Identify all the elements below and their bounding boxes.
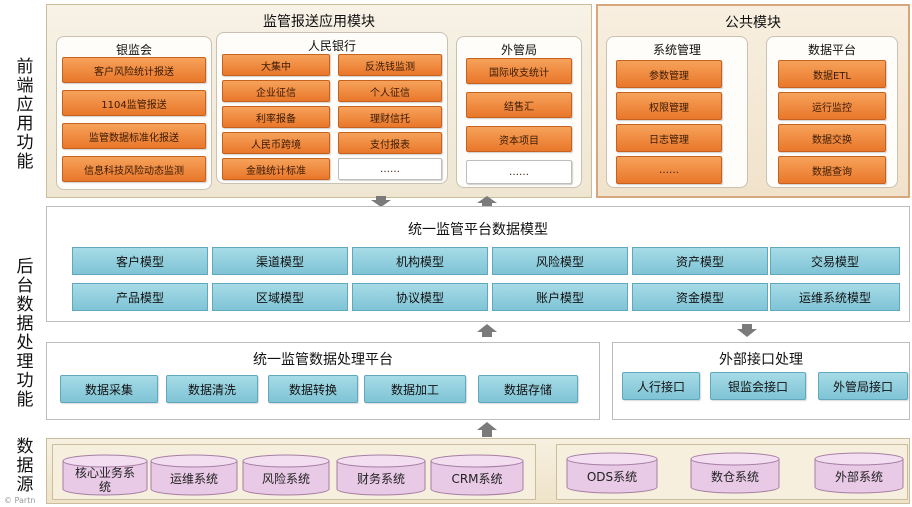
- pboc-item: 金融统计标准: [222, 158, 330, 180]
- database-warehouse: 数仓系统: [690, 452, 780, 494]
- source-label: 数仓系统: [710, 470, 759, 484]
- model-row1-item: 客户模型: [72, 247, 208, 275]
- safe-item: 结售汇: [466, 92, 572, 118]
- model-row2-item: 产品模型: [72, 283, 208, 311]
- interface-item: 银监会接口: [710, 372, 806, 400]
- model-row2-item: 协议模型: [352, 283, 488, 311]
- safe-item: ……: [466, 160, 572, 184]
- source-label: 风险系统: [261, 472, 310, 486]
- model-row1-item: 交易模型: [770, 247, 900, 275]
- pboc-item: 企业征信: [222, 80, 330, 102]
- system-mgmt-item: 参数管理: [616, 60, 722, 88]
- database-external: 外部系统: [814, 452, 904, 494]
- database-finance: 财务系统: [336, 454, 426, 496]
- cbrc-item: 信息科技风险动态监测: [62, 156, 206, 182]
- model-row2-item: 运维系统模型: [770, 283, 900, 311]
- pboc-item: 个人征信: [338, 80, 442, 102]
- data-platform-item: 数据查询: [778, 156, 886, 184]
- cbrc-title: 银监会: [115, 43, 152, 57]
- pboc-item: 大集中: [222, 54, 330, 76]
- interface-item: 外管局接口: [818, 372, 908, 400]
- pboc-item: ……: [338, 158, 442, 180]
- model-row1-item: 渠道模型: [212, 247, 348, 275]
- safe-title: 外管局: [500, 43, 537, 57]
- up-arrow-icon: [477, 324, 497, 337]
- backend-label: 后台数据处理功能: [16, 257, 34, 410]
- data-source-label: 数据源: [16, 437, 34, 495]
- external-interface-title: 外部接口处理: [719, 352, 803, 368]
- up-arrow-icon: [477, 422, 497, 437]
- safe-item: 资本项目: [466, 126, 572, 152]
- cbrc-item: 客户风险统计报送: [62, 57, 206, 83]
- source-label: 外部系统: [834, 470, 883, 484]
- regulatory-module-title: 监管报送应用模块: [263, 14, 375, 30]
- model-row1-item: 资产模型: [632, 247, 768, 275]
- processing-item: 数据存储: [478, 375, 578, 403]
- front-end-label: 前端应用功能: [16, 57, 34, 172]
- pboc-item: 理财信托: [338, 106, 442, 128]
- pboc-item: 支付报表: [338, 132, 442, 154]
- down-arrow-icon: [737, 324, 757, 337]
- system-mgmt-title: 系统管理: [652, 43, 701, 57]
- model-row1-item: 风险模型: [492, 247, 628, 275]
- data-platform-item: 运行监控: [778, 92, 886, 120]
- system-mgmt-item: ……: [616, 156, 722, 184]
- model-row2-item: 区域模型: [212, 283, 348, 311]
- pboc-item: 利率报备: [222, 106, 330, 128]
- cbrc-item: 监管数据标准化报送: [62, 123, 206, 149]
- processing-item: 数据采集: [60, 375, 158, 403]
- data-platform-item: 数据交换: [778, 124, 886, 152]
- pboc-item: 人民币跨境: [222, 132, 330, 154]
- cbrc-item: 1104监管报送: [62, 90, 206, 116]
- database-crm: CRM系统: [430, 454, 524, 496]
- processing-item: 数据清洗: [166, 375, 258, 403]
- data-platform-item: 数据ETL: [778, 60, 886, 88]
- public-module-title: 公共模块: [725, 15, 781, 31]
- system-mgmt-item: 日志管理: [616, 124, 722, 152]
- processing-item: 数据转换: [268, 375, 358, 403]
- pboc-item: 反洗钱监测: [338, 54, 442, 76]
- database-ods: ODS系统: [566, 452, 658, 494]
- database-ops: 运维系统: [150, 454, 238, 496]
- interface-item: 人行接口: [622, 372, 700, 400]
- processing-item: 数据加工: [364, 375, 466, 403]
- database-core-business: 核心业务系统: [62, 454, 148, 496]
- up-arrow-icon: [477, 196, 497, 207]
- system-mgmt-item: 权限管理: [616, 92, 722, 120]
- pboc-title: 人民银行: [307, 39, 356, 53]
- down-arrow-icon: [371, 196, 391, 207]
- database-risk: 风险系统: [242, 454, 330, 496]
- model-row2-item: 账户模型: [492, 283, 628, 311]
- source-label: CRM系统: [451, 472, 503, 486]
- source-label: 财务系统: [356, 472, 405, 486]
- model-row1-item: 机构模型: [352, 247, 488, 275]
- data-platform-title: 数据平台: [807, 43, 856, 57]
- processing-platform-title: 统一监管数据处理平台: [253, 352, 393, 368]
- footer-fragment: © Partn: [4, 496, 36, 505]
- source-label: 核心业务系统: [74, 466, 135, 494]
- safe-item: 国际收支统计: [466, 58, 572, 84]
- source-label: 运维系统: [169, 472, 218, 486]
- source-label: ODS系统: [586, 470, 638, 484]
- data-model-title: 统一监管平台数据模型: [408, 222, 548, 238]
- model-row2-item: 资金模型: [632, 283, 768, 311]
